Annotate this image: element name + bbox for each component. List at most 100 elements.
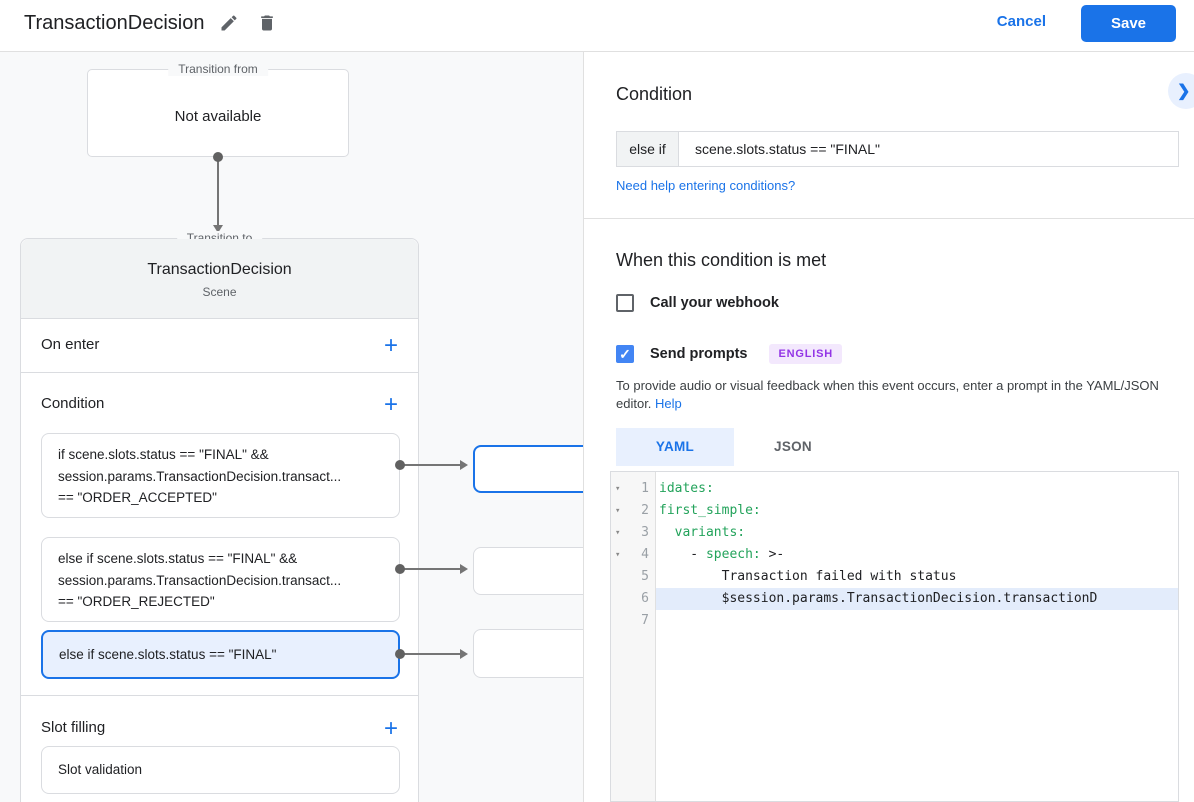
webhook-label: Call your webhook [650,295,779,311]
editor-gutter: 6 [611,588,656,610]
condition-text-line: else if scene.slots.status == "FINAL" [59,647,277,662]
divider [21,695,418,696]
line-number: 6 [641,591,649,606]
flow-canvas: Transition from Not available Transition… [0,52,591,802]
editor-gutter: ▾3 [611,522,656,544]
pencil-icon [221,15,237,31]
prompts-label: Send prompts [650,346,748,362]
top-bar: TransactionDecision Cancel Save [0,0,1194,52]
collapse-panel-button[interactable]: ❯ [1168,73,1194,109]
add-slot-button[interactable]: + [376,714,406,744]
line-number: 4 [641,547,649,562]
edit-scene-name-button[interactable] [219,13,243,37]
editor-gutter: ▾4 [611,544,656,566]
code-text: - speech: >- [656,544,1178,566]
connector-line [400,653,460,655]
editor-gutter [611,632,656,801]
on-enter-label: On enter [41,336,100,353]
editor-line[interactable]: ▾1 idates: [611,478,1178,500]
line-number: 3 [641,525,649,540]
code-token: Transaction failed with status [659,569,957,584]
page-title: TransactionDecision [24,12,205,34]
condition-prefix-label: else if [617,132,679,166]
fold-arrow-icon[interactable]: ▾ [615,506,621,516]
condition-card[interactable]: else if scene.slots.status == "FINAL" &&… [41,537,400,622]
connector-line [400,568,460,570]
yaml-code-editor[interactable]: ▾1 idates: ▾2 first_simple: ▾3 variants:… [610,471,1179,802]
editor-line[interactable]: 7 [611,610,1178,632]
tab-yaml[interactable]: YAML [616,428,734,466]
fold-arrow-icon[interactable]: ▾ [615,528,621,538]
prompts-description: To provide audio or visual feedback when… [616,377,1182,412]
tab-json[interactable]: JSON [774,439,812,454]
condition-text-line: session.params.TransactionDecision.trans… [58,468,342,484]
condition-expression-input[interactable] [679,132,1178,166]
scene-card-subtitle: Scene [202,285,237,299]
arrow-right-icon [460,649,468,659]
cancel-button[interactable]: Cancel [996,13,1046,30]
when-condition-title: When this condition is met [616,250,827,270]
delete-scene-button[interactable] [257,13,281,37]
call-webhook-row[interactable]: Call your webhook [616,294,779,312]
line-number: 1 [641,481,649,496]
line-number: 2 [641,503,649,518]
editor-line[interactable]: ▾4 - speech: >- [611,544,1178,566]
line-number: 5 [641,569,649,584]
condition-card-selected[interactable]: else if scene.slots.status == "FINAL" [41,630,400,679]
slot-validation-card[interactable]: Slot validation [41,746,400,794]
transition-target-box[interactable] [473,445,591,493]
connector-line [217,157,219,225]
code-token: speech: [705,547,761,562]
condition-help-link[interactable]: Need help entering conditions? [616,178,796,193]
transition-from-box[interactable]: Transition from Not available [87,62,349,157]
editor-line[interactable]: 5 Transaction failed with status [611,566,1178,588]
code-token: $session.params.TransactionDecision.tran… [659,591,1098,606]
on-enter-section: On enter + [21,319,418,373]
editor-line[interactable]: ▾3 variants: [611,522,1178,544]
prompts-checkbox[interactable]: ✓ [616,345,634,363]
divider [584,218,1194,219]
editor-line-highlighted[interactable]: 6 $session.params.TransactionDecision.tr… [611,588,1178,610]
connector-dot [395,564,405,574]
code-token: variants: [674,525,746,540]
editor-gutter: ▾2 [611,500,656,522]
connector-dot [395,460,405,470]
editor-tabs: YAML JSON [616,428,852,466]
help-link[interactable]: Help [655,395,682,411]
webhook-checkbox[interactable] [616,294,634,312]
fold-arrow-icon[interactable]: ▾ [615,550,621,560]
scene-card: Transition to TransactionDecision Scene … [20,231,419,802]
fold-arrow-icon[interactable]: ▾ [615,484,621,494]
code-text: idates: [656,478,1178,500]
code-text: $session.params.TransactionDecision.tran… [656,588,1178,610]
slot-filling-label: Slot filling [41,719,106,736]
connector-dot [213,152,223,162]
editor-gutter: 5 [611,566,656,588]
add-condition-button[interactable]: + [376,390,406,420]
trash-icon [261,15,273,31]
code-token: first_simple: [659,503,761,518]
code-token: >- [760,547,785,562]
transition-from-value: Not available [174,108,262,125]
editor-gutter: 7 [611,610,656,632]
transition-from-legend: Transition from [168,62,268,76]
editor-line[interactable]: ▾2 first_simple: [611,500,1178,522]
condition-section-label: Condition [41,395,105,412]
transition-target-box[interactable] [473,547,591,595]
condition-card[interactable]: if scene.slots.status == "FINAL" && sess… [41,433,400,518]
send-prompts-row[interactable]: ✓ Send prompts ENGLISH [616,344,842,364]
condition-text-line: session.params.TransactionDecision.trans… [58,572,342,588]
condition-text-line: else if scene.slots.status == "FINAL" && [58,551,298,566]
code-text: first_simple: [656,500,1178,522]
code-token: idates: [659,481,714,496]
editor-gutter [611,472,656,478]
arrow-right-icon [460,564,468,574]
add-on-enter-button[interactable]: + [376,331,406,361]
editor-gutter: ▾1 [611,478,656,500]
scene-card-header[interactable]: TransactionDecision Scene [21,239,418,319]
arrow-down-icon [213,225,223,233]
transition-target-box[interactable] [473,629,591,678]
save-button[interactable]: Save [1081,5,1176,42]
panel-title: Condition [616,84,693,104]
